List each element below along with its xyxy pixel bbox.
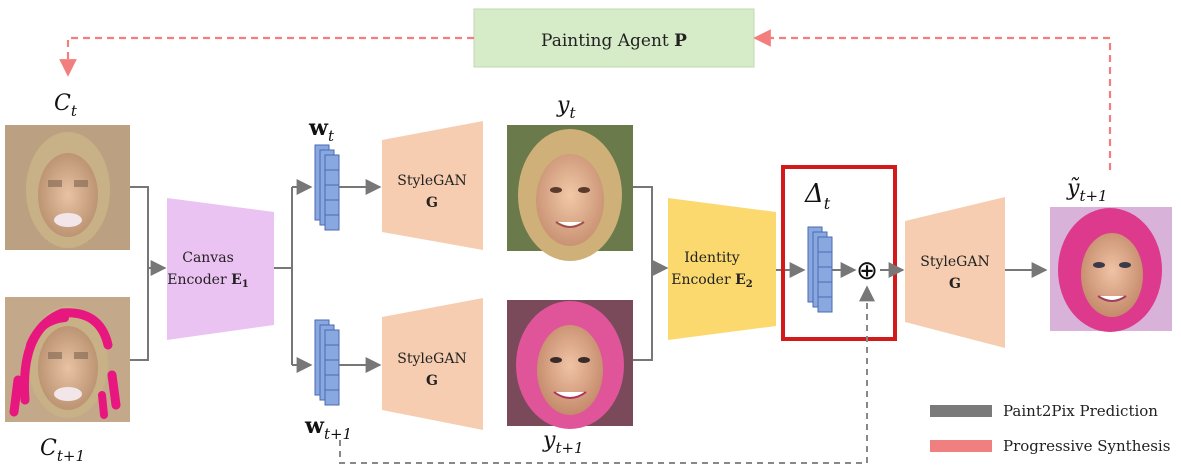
latent-block-w-t1 xyxy=(314,319,340,406)
stylegan-top-label: StyleGAN xyxy=(397,173,466,189)
stylegan-right-label: StyleGAN xyxy=(920,254,989,270)
legend-label-synthesis: Progressive Synthesis xyxy=(1003,437,1170,455)
arrow-yt1-to-identity xyxy=(633,268,653,361)
label-y-tilde: ỹt+1 xyxy=(1066,176,1108,205)
synthesis-arrow-to-agent xyxy=(753,29,1112,170)
label-y-t: yt xyxy=(556,93,576,122)
label-c-t: Ct xyxy=(54,91,78,120)
canvas-encoder xyxy=(167,198,274,340)
label-delta-t: Δt xyxy=(804,179,831,213)
delta-highlight-box xyxy=(781,165,897,341)
output-image-y-t xyxy=(507,125,633,261)
latent-block-delta xyxy=(807,226,833,313)
stylegan-top-symbol: G xyxy=(426,195,438,211)
final-output-image xyxy=(1050,207,1172,332)
label-w-t: wt xyxy=(308,115,335,145)
synthesis-arrow-to-canvas xyxy=(59,36,474,77)
stylegan-bottom-symbol: G xyxy=(426,373,438,389)
arrow-yt-to-identity xyxy=(633,186,653,268)
arrow-ct1-to-encoder xyxy=(130,268,149,361)
label-w-t1: wt+1 xyxy=(304,413,352,443)
stylegan-right xyxy=(905,197,1005,348)
stylegan-top xyxy=(382,121,483,250)
sum-operator: ⊕ xyxy=(856,256,878,286)
canvas-encoder-line1: Canvas xyxy=(182,250,234,266)
legend: Paint2Pix Prediction Progressive Synthes… xyxy=(930,402,1170,455)
canvas-image-t xyxy=(5,125,130,250)
skip-arrow-w-t1-to-sum xyxy=(339,285,875,464)
label-y-t1: yt+1 xyxy=(542,428,584,457)
arrow-ct-to-encoder xyxy=(130,186,165,269)
arrow-encoder-branch xyxy=(274,187,293,269)
legend-swatch-synthesis xyxy=(930,440,992,452)
output-image-y-t1 xyxy=(507,300,633,429)
identity-encoder-line1: Identity xyxy=(684,250,740,266)
identity-encoder-line2: Encoder E2 xyxy=(671,272,753,290)
stylegan-right-symbol: G xyxy=(949,276,961,292)
canvas-image-t1 xyxy=(5,297,130,422)
latent-block-w-t xyxy=(314,144,340,231)
label-c-t1: Ct+1 xyxy=(40,436,85,465)
stylegan-bottom-label: StyleGAN xyxy=(397,351,466,367)
painting-agent-label: Painting Agent P xyxy=(541,31,687,51)
legend-swatch-prediction xyxy=(930,405,992,417)
canvas-encoder-line2: Encoder E1 xyxy=(167,272,249,290)
stylegan-bottom xyxy=(382,298,483,430)
identity-encoder xyxy=(668,198,776,340)
legend-label-prediction: Paint2Pix Prediction xyxy=(1003,402,1158,420)
painting-agent-box xyxy=(473,8,755,68)
